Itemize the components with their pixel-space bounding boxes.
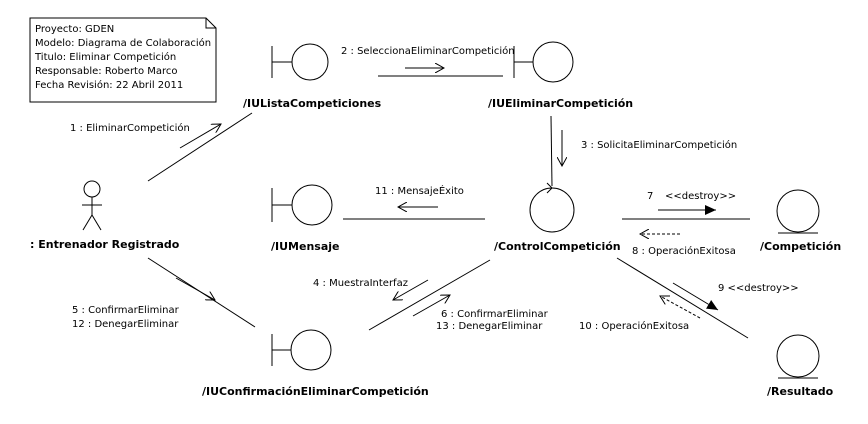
resultado-label: /Resultado	[767, 385, 834, 398]
boundary-confirmacion	[271, 329, 332, 371]
note-responsible: Responsable: Roberto Marco	[35, 66, 178, 77]
actor-figure	[82, 180, 102, 231]
actor-label: : Entrenador Registrado	[30, 238, 180, 251]
message-arrows	[175, 68, 719, 319]
message-12-label: 12 : DenegarEliminar	[72, 319, 179, 330]
boundary-mensaje	[271, 184, 333, 226]
message-9-label: 9 <<destroy>>	[718, 283, 799, 294]
message-7-number: 7	[647, 191, 654, 202]
entity-competicion	[776, 189, 820, 234]
message-4-label: 4 : MuestraInterfaz	[313, 278, 408, 289]
message-11-label: 11 : MensajeÉxito	[375, 186, 464, 197]
message-6-label: 6 : ConfirmarEliminar	[441, 309, 548, 320]
message-1-label: 1 : EliminarCompetición	[70, 123, 190, 134]
eliminar-label: /IUEliminarCompetición	[488, 97, 634, 110]
message-10-label: 10 : OperaciónExitosa	[579, 321, 690, 332]
control-label: /ControlCompetición	[494, 240, 621, 253]
boundary-eliminar	[513, 41, 574, 83]
lista-label: /IUListaCompeticiones	[243, 97, 382, 110]
confirmacion-label: /IUConfirmaciónEliminarCompetición	[202, 385, 429, 398]
note-revision-date: Fecha Revisión: 22 Abril 2011	[35, 80, 184, 91]
control-object	[529, 182, 575, 233]
mensaje-label: /IUMensaje	[271, 240, 340, 253]
diagram-info-note: Proyecto: GDEN Modelo: Diagrama de Colab…	[30, 18, 216, 102]
message-8-label: 8 : OperaciónExitosa	[632, 246, 736, 257]
message-2-label: 2 : SeleccionaEliminarCompetición	[341, 46, 515, 57]
message-5-label: 5 : ConfirmarEliminar	[72, 305, 179, 316]
message-13-label: 13 : DenegarEliminar	[436, 321, 543, 332]
note-box	[29, 17, 217, 103]
competicion-label: /Competición	[760, 240, 842, 253]
entity-resultado	[776, 334, 820, 379]
message-3-label: 3 : SolicitaEliminarCompetición	[581, 140, 738, 151]
message-7-stereotype: <<destroy>>	[665, 191, 737, 202]
note-title: Titulo: Eliminar Competición	[35, 52, 177, 63]
links	[147, 75, 750, 339]
note-model: Modelo: Diagrama de Colaboración	[35, 38, 212, 49]
boundary-lista	[271, 43, 329, 81]
note-project: Proyecto: GDEN	[35, 24, 115, 35]
